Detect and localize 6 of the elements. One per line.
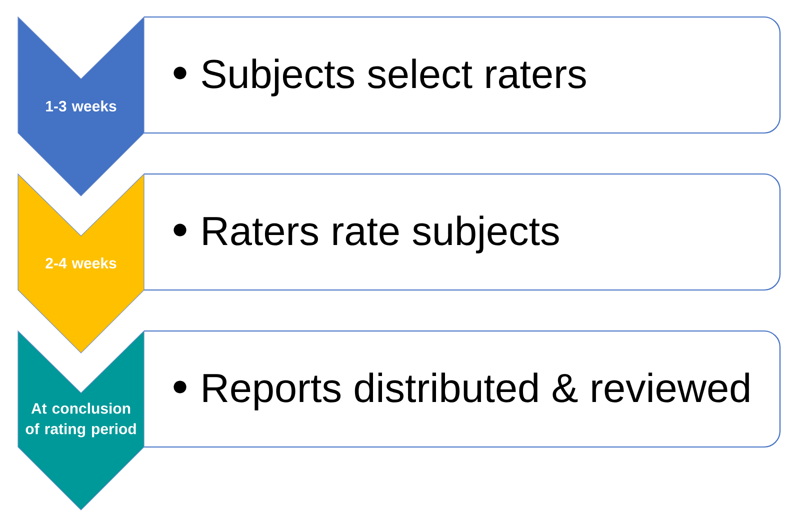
timeline-step: 2-4 weeks [18,173,144,354]
timeline-step: At conclusion of rating period [18,330,144,510]
timeline-step: 1-3 weeks [18,16,144,196]
text-panel: Reports distributed & reviewed [144,330,781,448]
text-panel: Subjects select raters [144,16,781,134]
text-panel: Raters rate subjects [144,173,781,291]
